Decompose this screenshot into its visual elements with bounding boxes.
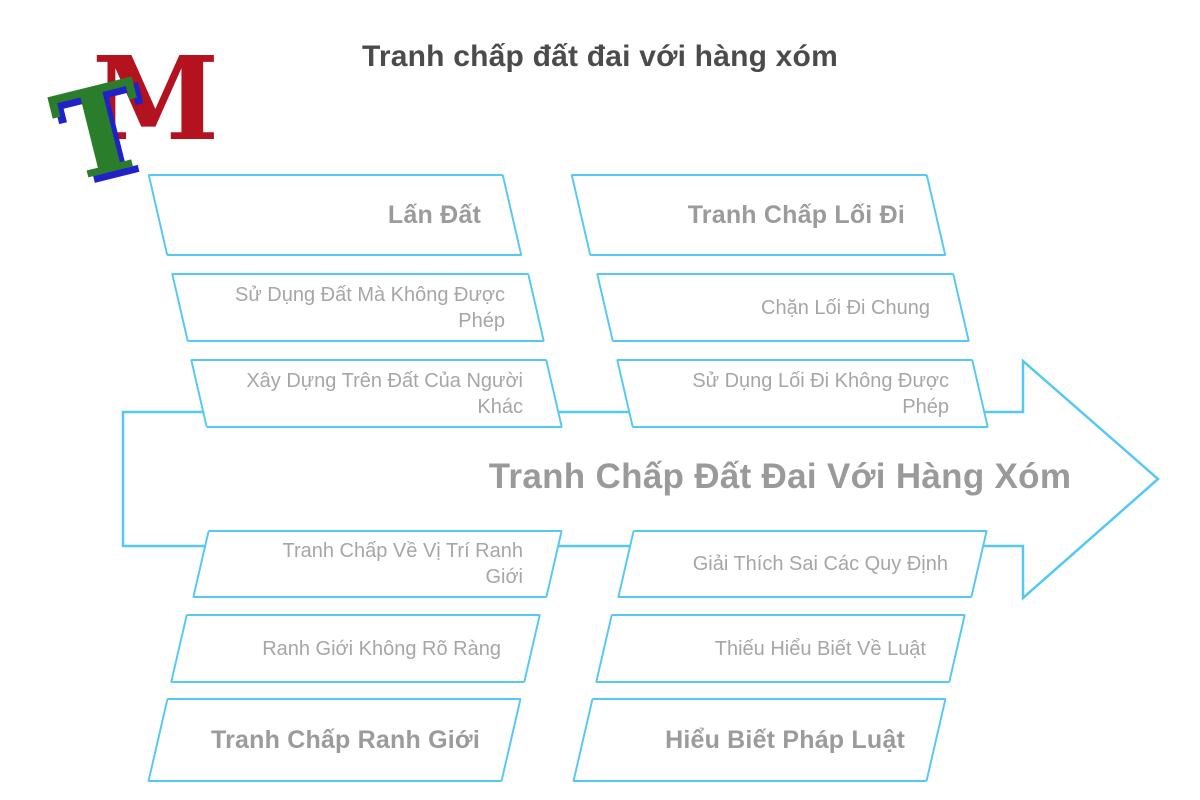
category-label: Hiểu Biết Pháp Luật: [665, 725, 905, 754]
category-label: Tranh Chấp Lối Đi: [687, 200, 905, 229]
logo-letter-m: M: [92, 32, 220, 167]
category-label: Tranh Chấp Ranh Giới: [210, 725, 480, 754]
cause-box-thieu-hieu-biet-ve-luat: Thiếu Hiểu Biết Về Luật: [595, 614, 966, 683]
cause-label: Tranh Chấp Về Vị Trí Ranh Giới: [282, 540, 524, 588]
category-label: Lấn Đất: [387, 200, 481, 229]
cause-label: Xây Dựng Trên Đất Của Người Khác: [246, 369, 523, 418]
category-box-lan-dat: Lấn Đất: [147, 174, 523, 256]
cause-label: Chặn Lối Đi Chung: [761, 296, 930, 319]
cause-box-chan-loi-di-chung: Chặn Lối Đi Chung: [596, 273, 970, 342]
cause-label: Sử Dụng Lối Đi Không Được Phép: [692, 369, 949, 418]
spine-label: Tranh Chấp Đất Đai Với Hàng Xóm: [488, 457, 1072, 496]
cause-box-ranh-gioi-khong-ro-rang: Ranh Giới Không Rõ Ràng: [170, 614, 541, 683]
cause-label: Ranh Giới Không Rõ Ràng: [262, 637, 501, 660]
cause-box-xay-dung-tren-dat-nguoi-khac: Xây Dựng Trên Đất Của Người Khác: [190, 359, 563, 428]
category-box-tranh-chap-loi-di: Tranh Chấp Lối Đi: [570, 174, 947, 256]
cause-box-su-dung-loi-di-khong-duoc-phep: Sử Dụng Lối Đi Không Được Phép: [616, 359, 989, 428]
page-title: Tranh chấp đất đai với hàng xóm: [362, 40, 838, 73]
category-box-hieu-biet-phap-luat: Hiểu Biết Pháp Luật: [572, 698, 947, 782]
category-box-tranh-chap-ranh-gioi: Tranh Chấp Ranh Giới: [147, 698, 522, 782]
tm-logo: M T: [40, 42, 220, 211]
cause-box-su-dung-dat-khong-duoc-phep: Sử Dụng Đất Mà Không Được Phép: [171, 273, 545, 342]
cause-label: Sử Dụng Đất Mà Không Được Phép: [234, 283, 505, 332]
cause-box-giai-thich-sai-cac-quy-dinh: Giải Thích Sai Các Quy Định: [617, 530, 988, 598]
cause-label: Thiếu Hiểu Biết Về Luật: [714, 637, 926, 660]
cause-label: Giải Thích Sai Các Quy Định: [692, 553, 948, 575]
cause-box-tranh-chap-vi-tri-ranh-gioi: Tranh Chấp Về Vị Trí Ranh Giới: [192, 530, 563, 598]
